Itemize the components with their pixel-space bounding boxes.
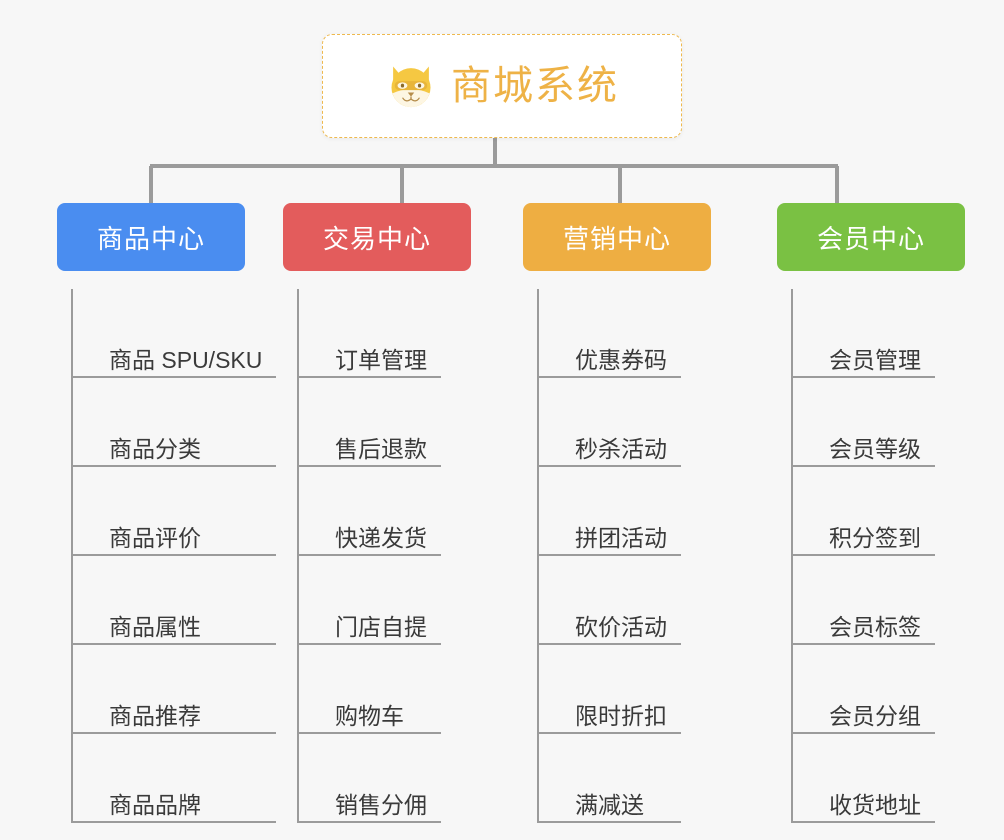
leaf-item[interactable]: 拼团活动 (539, 467, 681, 556)
leaf-item-label: 售后退款 (335, 435, 427, 462)
category-header-member[interactable]: 会员中心 (777, 203, 965, 271)
leaf-item-label: 秒杀活动 (575, 435, 667, 462)
leaf-item[interactable]: 砍价活动 (539, 556, 681, 645)
leaf-item-label: 拼团活动 (575, 524, 667, 551)
leaf-item-label: 会员管理 (829, 346, 921, 373)
leaf-item-label: 订单管理 (335, 346, 427, 373)
leaf-item-label: 商品推荐 (109, 702, 201, 729)
leaf-item[interactable]: 会员等级 (793, 378, 935, 467)
leaf-item-label: 商品品牌 (109, 791, 201, 818)
leaf-item-label: 快递发货 (335, 524, 427, 551)
leaf-item[interactable]: 商品推荐 (73, 645, 277, 734)
leaf-list-marketing: 优惠券码 秒杀活动 拼团活动 砍价活动 限时折扣 满减送 (537, 289, 681, 823)
leaf-item-label: 砍价活动 (575, 613, 667, 640)
leaf-item[interactable]: 商品评价 (73, 467, 277, 556)
root-node[interactable]: 商城系统 (322, 34, 682, 138)
category-header-label: 商品中心 (96, 223, 205, 254)
category-header-label: 会员中心 (816, 223, 925, 254)
leaf-item-label: 会员等级 (829, 435, 921, 462)
leaf-item[interactable]: 优惠券码 (539, 289, 681, 378)
leaf-item[interactable]: 门店自提 (299, 556, 441, 645)
category-header-label: 营销中心 (562, 223, 671, 254)
category-column-trade: 交易中心 订单管理 售后退款 快递发货 门店自提 购物车 销售分佣 (277, 203, 496, 823)
leaf-item-label: 商品评价 (109, 524, 201, 551)
leaf-item-label: 积分签到 (829, 524, 921, 551)
leaf-item-label: 销售分佣 (335, 791, 427, 818)
leaf-item-label: 收货地址 (829, 791, 921, 818)
category-column-marketing: 营销中心 优惠券码 秒杀活动 拼团活动 砍价活动 限时折扣 满减送 (512, 203, 731, 823)
category-header-trade[interactable]: 交易中心 (283, 203, 471, 271)
leaf-item-label: 购物车 (335, 702, 404, 729)
leaf-item[interactable]: 秒杀活动 (539, 378, 681, 467)
leaf-item[interactable]: 收货地址 (793, 734, 935, 823)
leaf-item[interactable]: 订单管理 (299, 289, 441, 378)
leaf-item-label: 商品 SPU/SKU (109, 346, 263, 373)
category-header-product[interactable]: 商品中心 (57, 203, 245, 271)
root-node-wrapper: 商城系统 (0, 34, 1004, 138)
leaf-item[interactable]: 商品属性 (73, 556, 277, 645)
leaf-item-label: 优惠券码 (575, 346, 667, 373)
leaf-list-product: 商品 SPU/SKU 商品分类 商品评价 商品属性 商品推荐 商品品牌 (71, 289, 277, 823)
root-title: 商城系统 (451, 64, 619, 108)
leaf-item[interactable]: 满减送 (539, 734, 681, 823)
category-header-marketing[interactable]: 营销中心 (523, 203, 711, 271)
leaf-item[interactable]: 商品 SPU/SKU (73, 289, 277, 378)
leaf-item-label: 会员标签 (829, 613, 921, 640)
leaf-item[interactable]: 会员管理 (793, 289, 935, 378)
leaf-item[interactable]: 快递发货 (299, 467, 441, 556)
leaf-item-label: 满减送 (575, 791, 644, 818)
leaf-item[interactable]: 会员分组 (793, 645, 935, 734)
leaf-item[interactable]: 商品品牌 (73, 734, 277, 823)
category-columns: 商品中心 商品 SPU/SKU 商品分类 商品评价 商品属性 商品推荐 商品品牌… (0, 203, 1004, 823)
leaf-item-label: 商品分类 (109, 435, 201, 462)
leaf-item-label: 会员分组 (829, 702, 921, 729)
category-header-label: 交易中心 (322, 223, 431, 254)
leaf-item[interactable]: 销售分佣 (299, 734, 441, 823)
leaf-item[interactable]: 售后退款 (299, 378, 441, 467)
leaf-item-label: 限时折扣 (575, 702, 667, 729)
leaf-item-label: 门店自提 (335, 613, 427, 640)
leaf-list-trade: 订单管理 售后退款 快递发货 门店自提 购物车 销售分佣 (297, 289, 441, 823)
category-column-member: 会员中心 会员管理 会员等级 积分签到 会员标签 会员分组 收货地址 (759, 203, 978, 823)
leaf-item[interactable]: 限时折扣 (539, 645, 681, 734)
category-column-product: 商品中心 商品 SPU/SKU 商品分类 商品评价 商品属性 商品推荐 商品品牌 (57, 203, 277, 823)
leaf-item[interactable]: 积分签到 (793, 467, 935, 556)
leaf-item[interactable]: 商品分类 (73, 378, 277, 467)
leaf-item[interactable]: 会员标签 (793, 556, 935, 645)
leaf-item[interactable]: 购物车 (299, 645, 441, 734)
leaf-list-member: 会员管理 会员等级 积分签到 会员标签 会员分组 收货地址 (791, 289, 935, 823)
leaf-item-label: 商品属性 (109, 613, 201, 640)
shiba-dog-face-icon (391, 66, 431, 108)
